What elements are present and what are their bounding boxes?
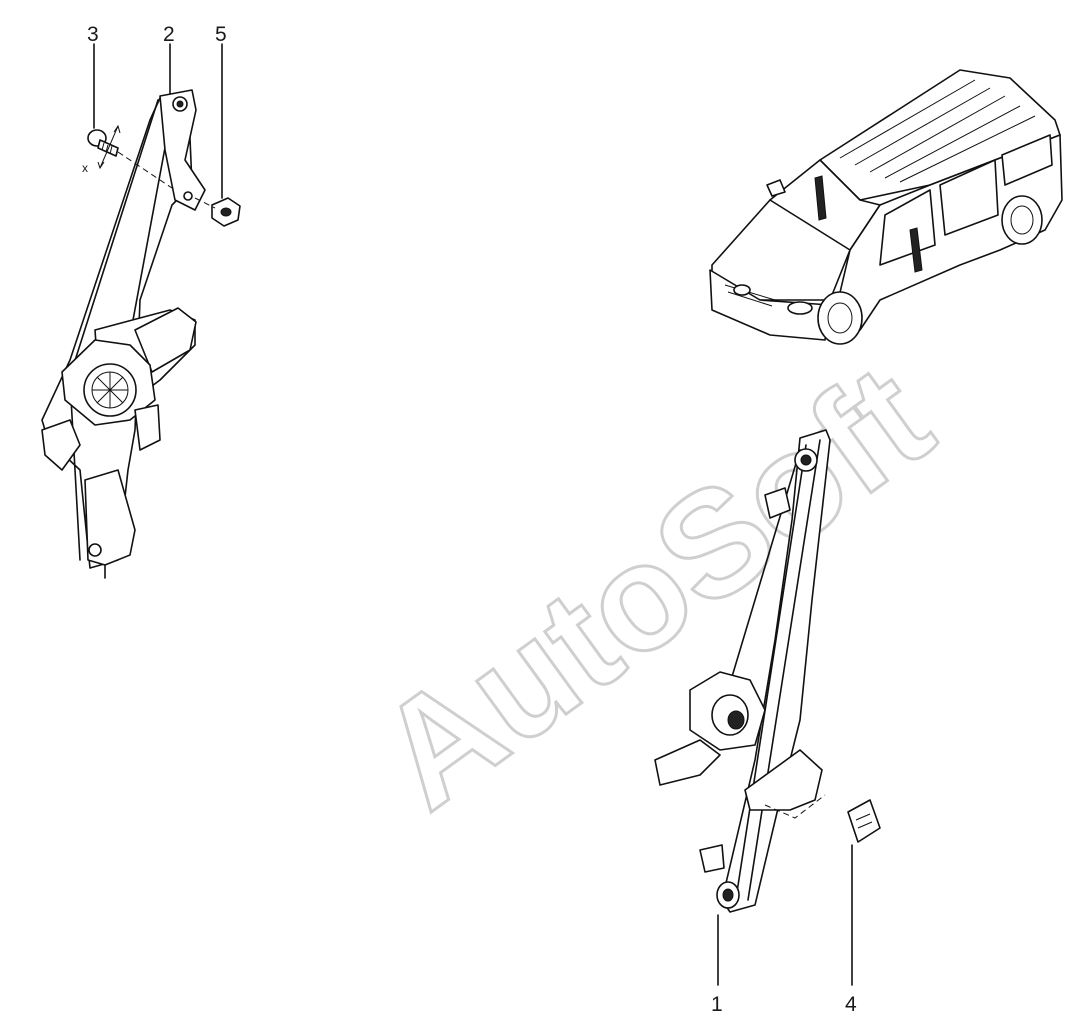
watermark-text: AutoSoft xyxy=(348,332,959,840)
front-upper-tab xyxy=(764,487,791,519)
front-cable-diagonal xyxy=(724,449,801,701)
grille xyxy=(724,284,776,307)
dimension-arrow-bottom xyxy=(97,161,105,170)
quarter-window xyxy=(1001,134,1053,186)
clip-detail xyxy=(855,813,873,829)
vehicle-location-sketch xyxy=(709,69,1063,345)
regulator-cable-front xyxy=(71,99,159,371)
bolt-shank xyxy=(97,139,119,157)
glass-clamp xyxy=(744,749,823,811)
rear-wheel-hub xyxy=(1010,205,1034,235)
top-bracket xyxy=(159,89,206,211)
top-bracket-hole xyxy=(183,191,193,201)
front-door-window xyxy=(879,189,936,266)
front-wheel-hub xyxy=(827,302,853,334)
callout-3: 3 xyxy=(87,23,99,46)
front-lower-tab xyxy=(699,844,725,873)
gear-spokes xyxy=(92,372,128,408)
front-window-regulator xyxy=(654,429,831,913)
clamp-axis-dashed xyxy=(764,794,826,819)
side-mirror xyxy=(766,179,786,197)
front-bottom-pulley-hub xyxy=(722,888,734,902)
lower-left-tab xyxy=(41,419,81,471)
dimension-label: x xyxy=(82,161,88,175)
clip-4 xyxy=(847,799,881,843)
bolt-thread xyxy=(101,142,113,155)
dimension-arrow-top xyxy=(113,124,121,134)
bottom-bracket-hole xyxy=(88,543,102,557)
bolt-3: x xyxy=(82,124,121,175)
nut-axis-dashed xyxy=(194,197,216,209)
rear-wheel xyxy=(1001,195,1043,245)
headlight-left xyxy=(733,284,751,296)
headlight-right xyxy=(787,301,813,315)
locator-door-window xyxy=(909,227,923,273)
top-pulley-hub xyxy=(176,100,184,108)
locator-front-window xyxy=(814,175,827,221)
regulator-cable-lower xyxy=(69,379,81,561)
bolt-axis-dashed xyxy=(117,151,176,191)
drum-hub xyxy=(727,710,745,730)
front-top-pulley-hub xyxy=(800,454,812,466)
front-lower-left-arm xyxy=(654,739,721,786)
clip-body xyxy=(847,799,881,843)
nut-5 xyxy=(211,197,241,227)
front-cable-left xyxy=(734,444,807,906)
car-roof xyxy=(819,69,1061,201)
front-wheel xyxy=(817,291,863,345)
lower-right-tab xyxy=(134,404,161,451)
callout-2: 2 xyxy=(163,23,175,46)
dimension-line xyxy=(99,125,119,169)
callout-1: 1 xyxy=(711,993,723,1016)
nut-hole xyxy=(220,207,232,217)
front-cable-right xyxy=(747,439,821,901)
rear-window-regulator xyxy=(41,89,206,579)
rear-door-window xyxy=(939,159,999,236)
callout-4: 4 xyxy=(845,993,857,1016)
roof-rails xyxy=(839,79,1036,183)
bottom-bracket xyxy=(84,469,136,566)
callout-5: 5 xyxy=(215,23,227,46)
